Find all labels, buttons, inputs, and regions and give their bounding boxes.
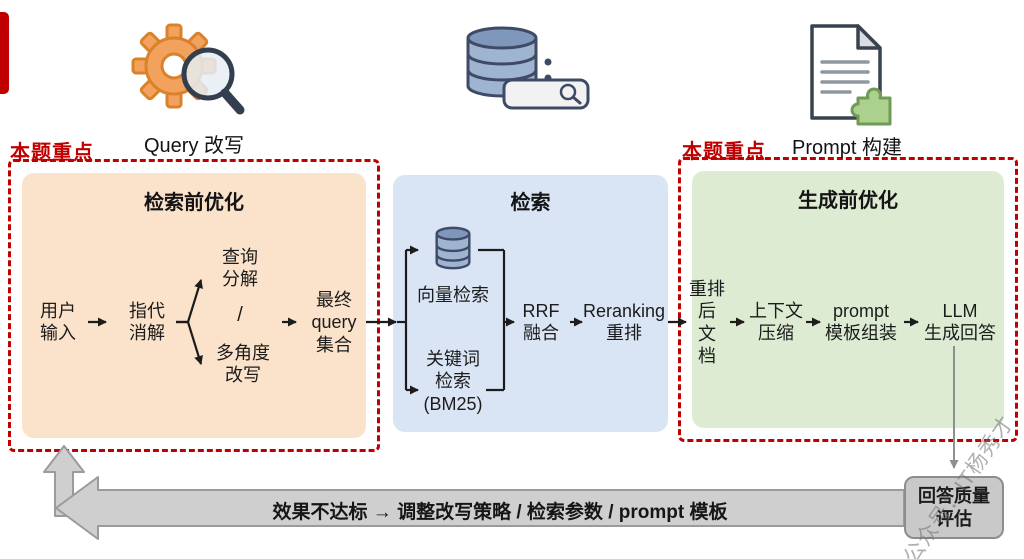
- pre-generation-frame: [678, 157, 1018, 442]
- pre-generation-title: 生成前优化: [798, 190, 898, 212]
- pre-generation-panel: [692, 171, 1004, 428]
- return-up-arrow: [43, 445, 85, 517]
- multi-angle-node: 多角度 改写: [216, 343, 270, 386]
- llm-answer-node: LLM 生成回答: [924, 301, 996, 344]
- prompt-build-icon: [810, 24, 892, 126]
- search-bar-icon: [502, 78, 590, 110]
- retrieval-panel: [393, 175, 668, 432]
- retrieval-title: 检索: [510, 192, 551, 214]
- user-input-node: 用户 输入: [40, 301, 76, 344]
- database-icon: [466, 26, 590, 110]
- vector-db-icon: [435, 226, 471, 270]
- rrf-fusion-node: RRF 融合: [522, 301, 560, 344]
- puzzle-piece-icon: [850, 87, 892, 126]
- document-icon: [810, 24, 882, 120]
- prompt-build-label: Prompt 构建: [791, 137, 903, 159]
- feedback-loop-text: 效果不达标 → 调整改写策略 / 检索参数 / prompt 模板: [272, 502, 728, 523]
- vector-search-label: 向量检索: [417, 285, 489, 305]
- reranking-node: Reranking 重排: [582, 301, 666, 344]
- keyword-search-label: 关键词 检索 (BM25): [423, 349, 483, 414]
- evaluation-label: 回答质量 评估: [918, 486, 990, 529]
- slash-separator: /: [237, 304, 243, 326]
- key-point-badge-left: 本题重点: [10, 142, 94, 164]
- reranked-docs-node: 重排 后 文 档: [689, 279, 725, 366]
- query-decompose-node: 查询 分解: [222, 247, 258, 290]
- context-compression-node: 上下文 压缩: [749, 301, 803, 344]
- pre-retrieval-frame: [8, 159, 380, 452]
- coreference-node: 指代 消解: [129, 301, 165, 344]
- pre-retrieval-title: 检索前优化: [144, 192, 244, 214]
- query-rewrite-label: Query 改写: [143, 135, 245, 157]
- final-query-node: 最终 query 集合: [311, 290, 357, 355]
- key-point-badge-right: 本题重点: [682, 141, 766, 163]
- prompt-assembly-node: prompt 模板组装: [825, 301, 897, 344]
- evaluation-box: 回答质量 评估: [904, 476, 1004, 539]
- query-rewrite-icon: [131, 23, 245, 115]
- magnifier-icon: [181, 47, 245, 115]
- cropped-red-mark: [0, 12, 9, 94]
